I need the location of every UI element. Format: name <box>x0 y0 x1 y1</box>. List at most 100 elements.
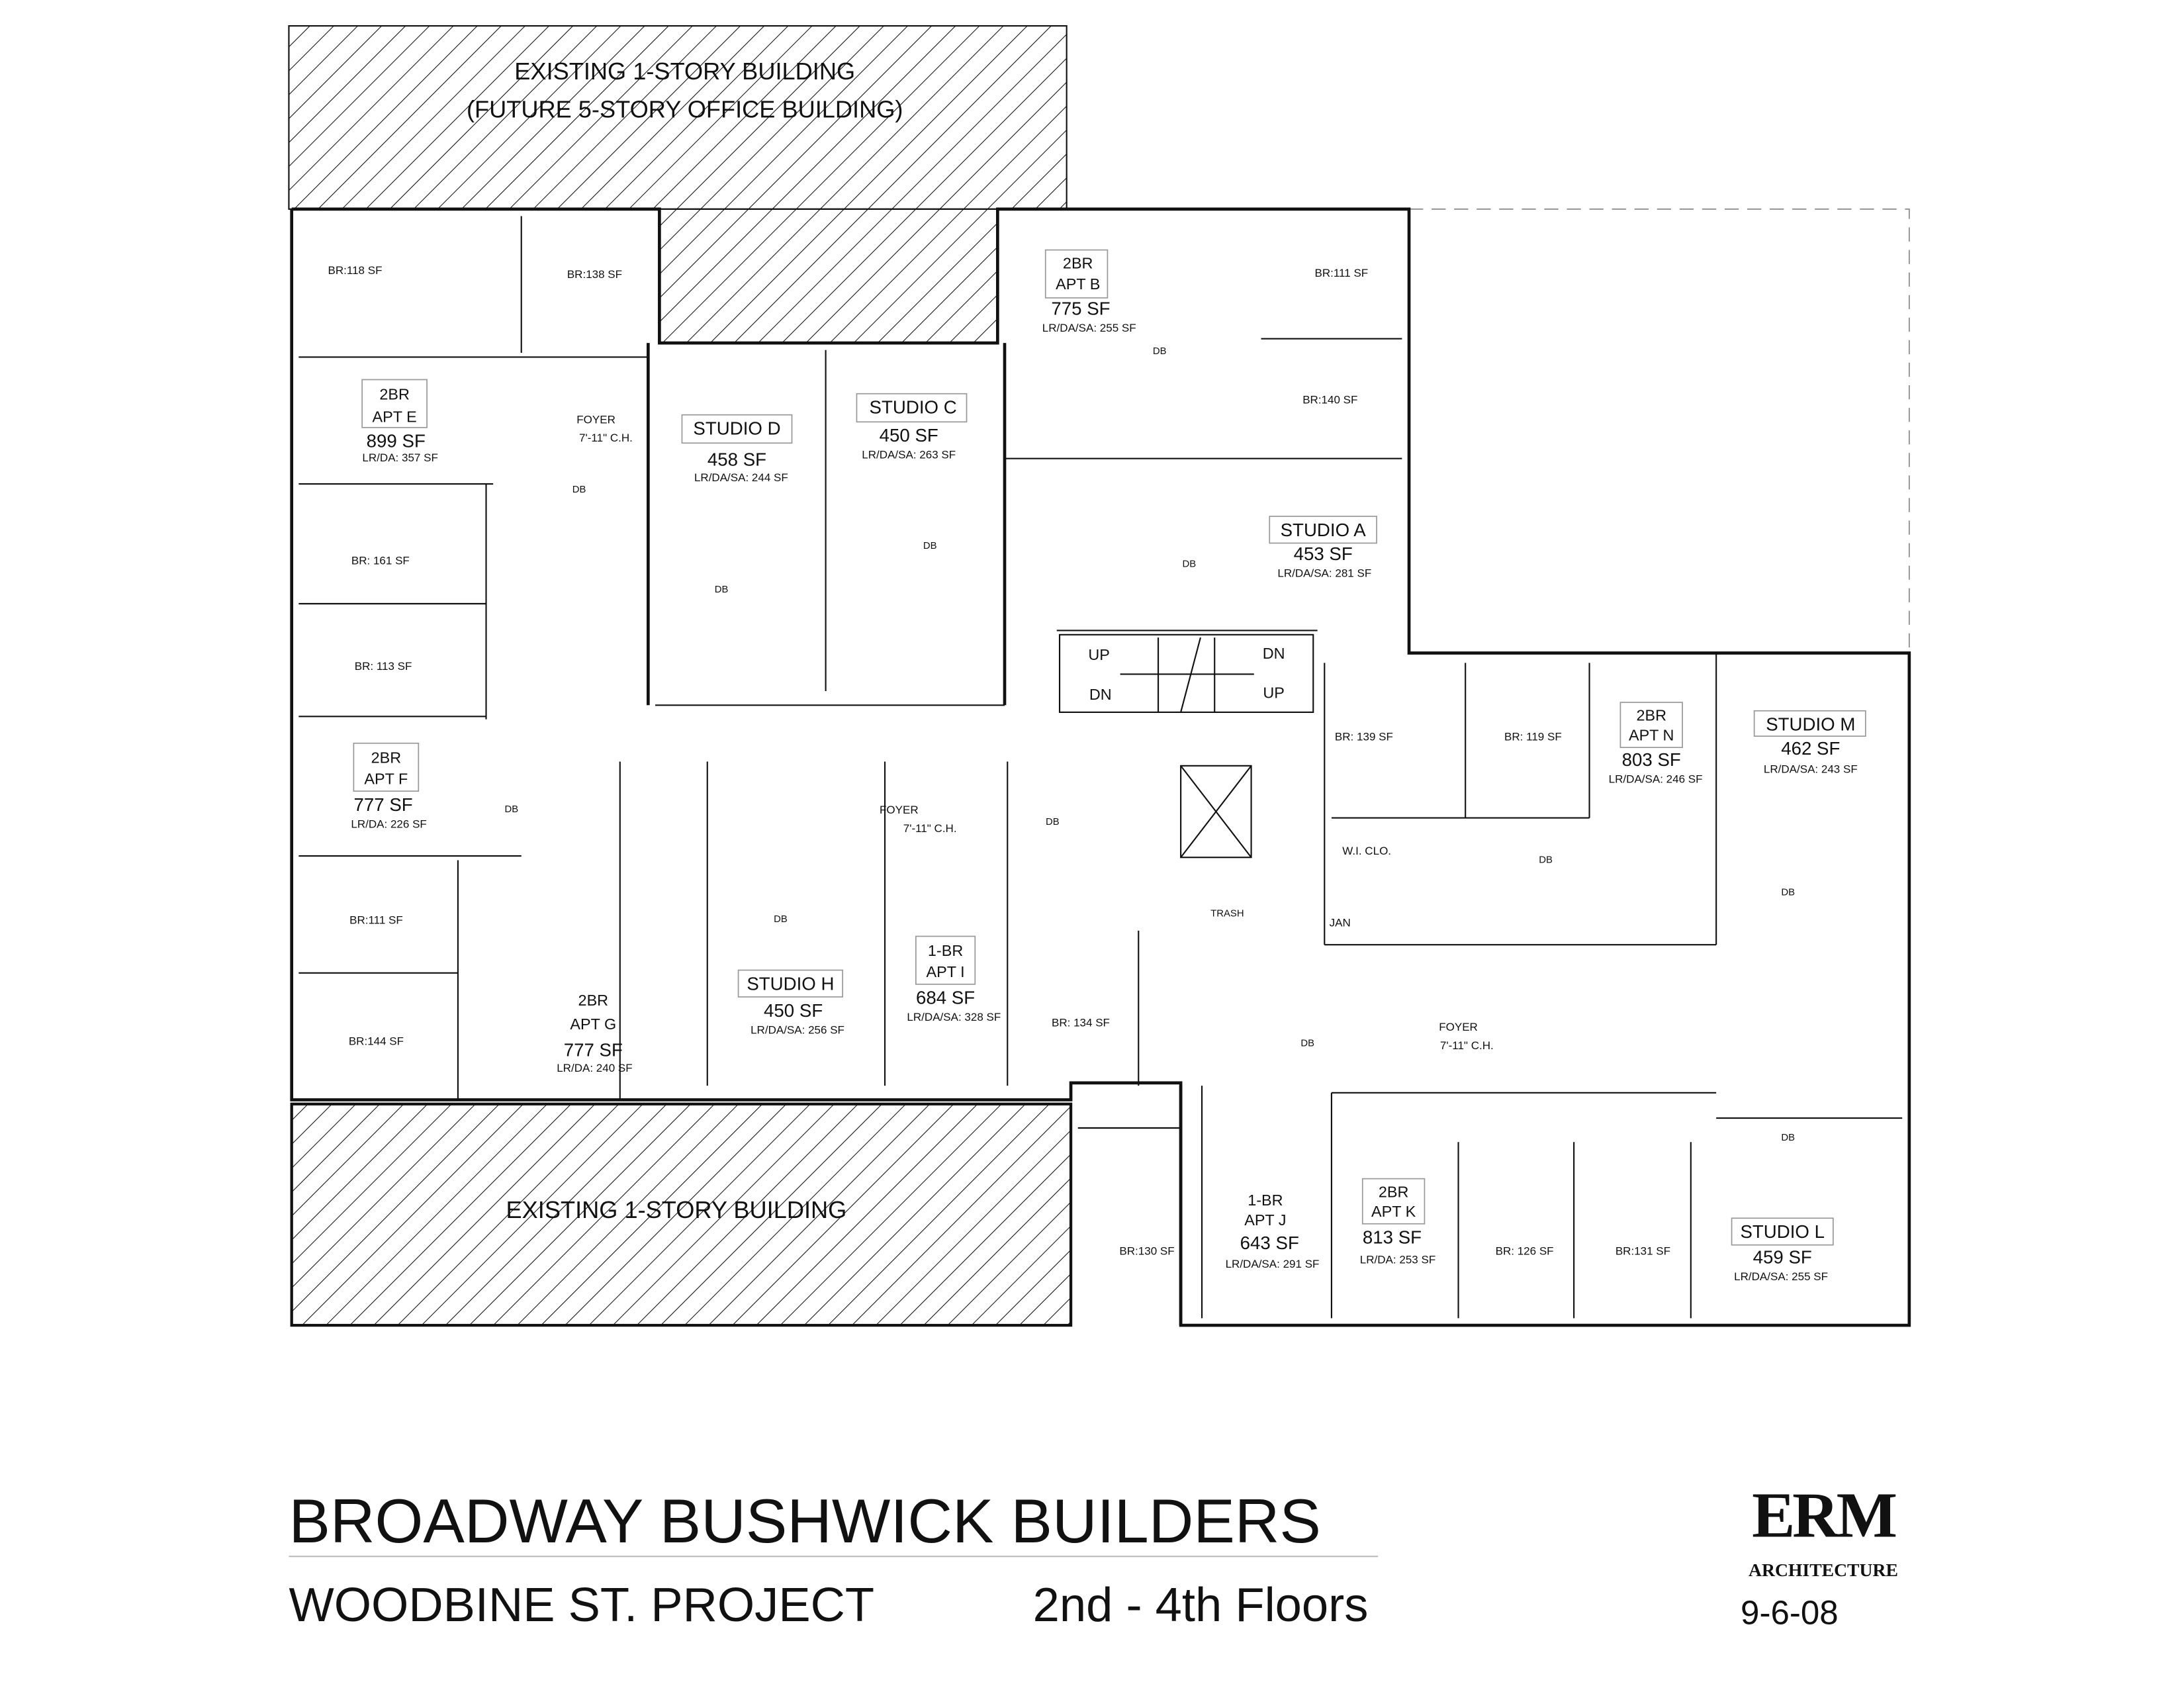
room-label: BR:140 SF <box>1302 394 1357 406</box>
room-label: BR:144 SF <box>349 1035 404 1047</box>
title-block: BROADWAY BUSHWICK BUILDERS WOODBINE ST. … <box>289 1479 1898 1632</box>
unit-apt-e: 2BR APT E 899 SF LR/DA: 357 SF <box>361 379 438 464</box>
unit-apt-i: 1-BR APT I 684 SF LR/DA/SA: 328 SF <box>907 935 1001 1023</box>
foyer-label: FOYER <box>1439 1021 1478 1033</box>
room-label: BR:130 SF <box>1119 1245 1174 1258</box>
unit-type: 2BR <box>379 385 410 402</box>
stair-down-label: DN <box>1263 645 1285 662</box>
db-label: DB <box>1539 855 1553 866</box>
unit-type: 2BR <box>371 749 402 767</box>
unit-type: 2BR <box>578 992 609 1009</box>
unit-studio-a: STUDIO A 453 SF LR/DA/SA: 281 SF <box>1269 516 1377 580</box>
unit-name: APT G <box>570 1015 616 1033</box>
unit-name: STUDIO A <box>1281 520 1367 540</box>
stair-up-label: UP <box>1263 684 1285 702</box>
unit-name: APT N <box>1629 727 1674 744</box>
floors-label: 2nd - 4th Floors <box>1033 1578 1369 1632</box>
ceiling-height-label: 7'-11" C.H. <box>579 432 633 444</box>
walk-in-closet-label: W.I. CLO. <box>1342 845 1391 857</box>
janitor-label: JAN <box>1330 917 1351 929</box>
erm-logo-subtitle: ARCHITECTURE <box>1749 1560 1898 1580</box>
unit-area: 453 SF <box>1294 543 1353 564</box>
unit-name: APT I <box>927 963 965 980</box>
unit-sub-area: LR/DA/SA: 243 SF <box>1764 763 1858 775</box>
unit-studio-m: STUDIO M 462 SF LR/DA/SA: 243 SF <box>1753 710 1866 775</box>
room-label: BR:111 SF <box>1314 267 1368 279</box>
room-label: BR: 126 SF <box>1496 1245 1554 1258</box>
unit-type: 2BR <box>1063 254 1093 271</box>
room-label: BR: 119 SF <box>1504 731 1562 743</box>
unit-area: 813 SF <box>1363 1227 1422 1248</box>
foyer-label: FOYER <box>576 413 615 426</box>
unit-studio-l: STUDIO L 459 SF LR/DA/SA: 255 SF <box>1731 1217 1834 1283</box>
existing-building-top: EXISTING 1-STORY BUILDING (FUTURE 5-STOR… <box>288 25 1068 344</box>
unit-name: STUDIO D <box>693 418 780 439</box>
stair: UP DN DN UP <box>1088 637 1285 713</box>
ceiling-height-label: 7'-11" C.H. <box>1440 1039 1494 1052</box>
existing-bottom-label: EXISTING 1-STORY BUILDING <box>506 1196 847 1223</box>
unit-name: APT B <box>1056 275 1100 293</box>
db-label: DB <box>504 804 518 815</box>
existing-top-label: EXISTING 1-STORY BUILDING <box>514 58 855 85</box>
unit-type: 1-BR <box>928 942 963 959</box>
unit-area: 450 SF <box>764 1000 823 1021</box>
room-label: BR:118 SF <box>328 264 383 277</box>
unit-sub-area: LR/DA: 226 SF <box>351 818 426 831</box>
trash-label: TRASH <box>1210 909 1244 919</box>
stair-down-label: DN <box>1089 686 1112 703</box>
db-label: DB <box>1300 1039 1314 1049</box>
room-label: BR:131 SF <box>1615 1245 1670 1258</box>
db-label: DB <box>1183 559 1197 570</box>
building-walls <box>290 207 1911 1327</box>
db-label: DB <box>774 914 788 925</box>
room-label: BR: 139 SF <box>1335 731 1393 743</box>
unit-area: 462 SF <box>1781 738 1840 759</box>
unit-name: STUDIO L <box>1740 1221 1825 1242</box>
unit-studio-h: STUDIO H 450 SF LR/DA/SA: 256 SF <box>737 969 844 1036</box>
stair-up-label: UP <box>1088 646 1110 663</box>
unit-area: 458 SF <box>707 449 766 469</box>
unit-area: 775 SF <box>1051 299 1110 319</box>
unit-sub-area: LR/DA/SA: 246 SF <box>1609 773 1703 785</box>
unit-sub-area: LR/DA/SA: 328 SF <box>907 1011 1001 1023</box>
unit-name: APT E <box>373 408 417 425</box>
unit-name: STUDIO M <box>1766 714 1855 735</box>
unit-area: 643 SF <box>1240 1233 1299 1253</box>
room-label: BR: 161 SF <box>351 554 410 567</box>
unit-apt-g: 2BR APT G 777 SF LR/DA: 240 SF <box>557 992 632 1074</box>
existing-top-future-label: (FUTURE 5-STORY OFFICE BUILDING) <box>467 95 903 122</box>
existing-building-bottom: EXISTING 1-STORY BUILDING <box>290 1102 1073 1327</box>
unit-sub-area: LR/DA: 240 SF <box>557 1062 632 1074</box>
ceiling-height-label: 7'-11" C.H. <box>903 822 957 835</box>
project-title: BROADWAY BUSHWICK BUILDERS <box>289 1486 1320 1556</box>
db-label: DB <box>923 541 937 551</box>
unit-sub-area: LR/DA: 357 SF <box>362 451 437 464</box>
db-label: DB <box>572 485 586 495</box>
room-label: BR: 134 SF <box>1052 1017 1110 1029</box>
unit-type: 2BR <box>1379 1183 1409 1200</box>
unit-type: 1-BR <box>1248 1192 1283 1209</box>
unit-sub-area: LR/DA/SA: 263 SF <box>862 449 956 461</box>
room-label: BR:138 SF <box>567 268 622 281</box>
unit-apt-n: 2BR APT N 803 SF LR/DA/SA: 246 SF <box>1609 702 1703 785</box>
unit-area: 777 SF <box>564 1039 623 1060</box>
drawing-date: 9-6-08 <box>1741 1593 1839 1631</box>
unit-sub-area: LR/DA: 253 SF <box>1360 1253 1435 1266</box>
project-name: WOODBINE ST. PROJECT <box>289 1578 874 1632</box>
unit-name: APT F <box>364 771 408 788</box>
unit-area: 684 SF <box>916 988 975 1008</box>
unit-name: STUDIO H <box>747 973 834 994</box>
db-label: DB <box>1781 1133 1795 1143</box>
unit-name: STUDIO C <box>870 397 957 418</box>
unit-area: 777 SF <box>354 794 413 815</box>
unit-type: 2BR <box>1636 707 1666 724</box>
unit-apt-k: 2BR APT K 813 SF LR/DA: 253 SF <box>1360 1178 1435 1266</box>
unit-name: APT J <box>1244 1211 1286 1229</box>
room-label: BR:111 SF <box>349 914 403 926</box>
unit-area: 803 SF <box>1622 749 1681 770</box>
unit-apt-j: 1-BR APT J 643 SF LR/DA/SA: 291 SF <box>1226 1192 1320 1270</box>
unit-name: APT K <box>1371 1203 1416 1220</box>
unit-studio-c: STUDIO C 450 SF LR/DA/SA: 263 SF <box>856 393 968 461</box>
room-label: BR: 113 SF <box>355 660 412 673</box>
